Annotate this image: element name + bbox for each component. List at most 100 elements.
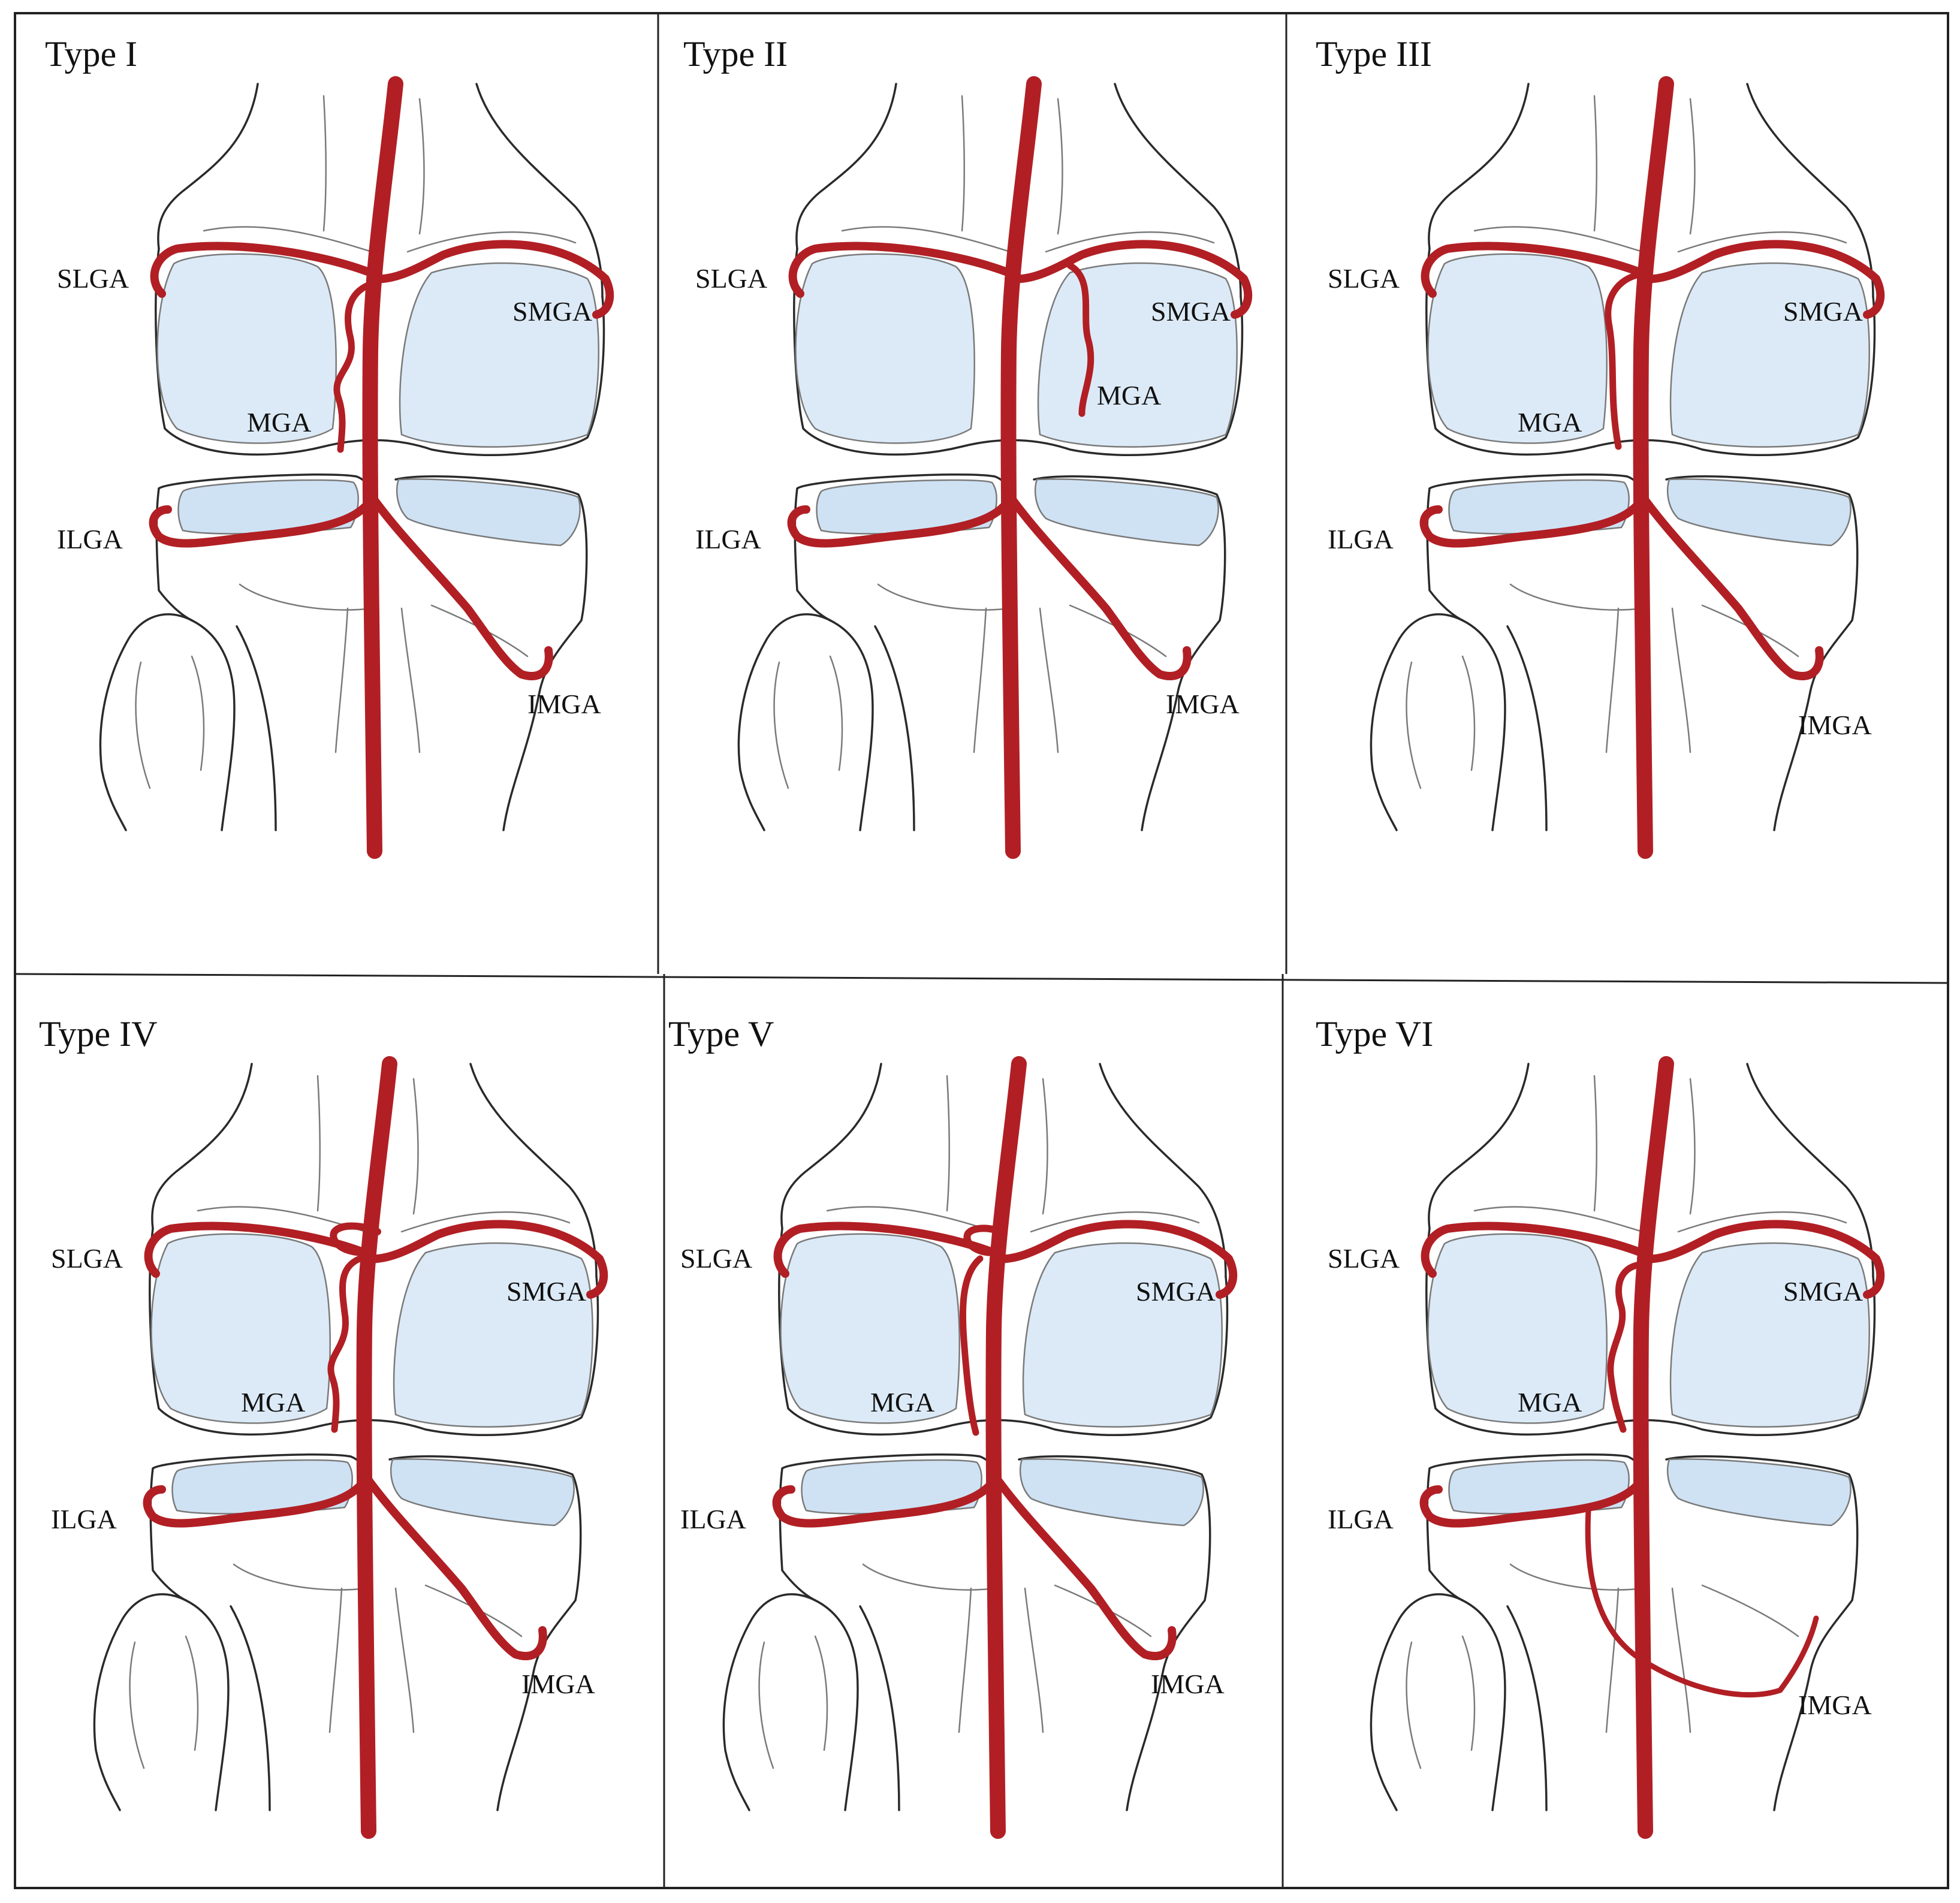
imga-vessel — [1585, 1507, 1819, 1698]
imga-label: IMGA — [527, 689, 601, 719]
slga-label: SLGA — [51, 1243, 123, 1274]
tibia-shaft-line — [1605, 607, 1691, 753]
tibia-shaft-line — [1605, 1587, 1691, 1733]
panel-title: Type V — [668, 1014, 774, 1054]
fibula-outline — [1370, 613, 1464, 831]
arteries — [149, 76, 614, 859]
lateral-condyle-cartilage — [1427, 253, 1608, 444]
smga-vessel — [366, 240, 614, 319]
mga-vessel — [327, 1255, 363, 1433]
ilga-vessel — [1419, 496, 1645, 548]
mga-label: MGA — [1518, 1387, 1582, 1418]
femur-medial-outline — [1114, 83, 1242, 298]
slga-label: SLGA — [57, 263, 129, 294]
femur-inner-line — [316, 1075, 321, 1212]
fibula-outline — [185, 1599, 230, 1811]
imga-label: IMGA — [1151, 1669, 1225, 1699]
medial-condyle-cartilage — [399, 262, 599, 448]
tibia-lateral-outline — [779, 1467, 816, 1602]
mga-vessel — [959, 1255, 984, 1436]
femur-medial-outline — [1099, 1063, 1227, 1278]
femur-lateral-outline — [1428, 83, 1530, 250]
femur-inner-line — [1689, 98, 1696, 235]
imga-label: IMGA — [1166, 689, 1240, 719]
tibia-lateral-outline — [155, 487, 193, 622]
slga-vessel — [1421, 242, 1645, 298]
popliteal-artery — [985, 1056, 1027, 1839]
femur-inner-line — [1689, 1078, 1696, 1215]
lateral-meniscus — [1448, 479, 1630, 535]
fibula-outline — [191, 619, 236, 831]
mga-vessel — [1607, 1261, 1644, 1433]
fibula-inner-line — [129, 1635, 199, 1769]
ilga-vessel — [1419, 1476, 1645, 1528]
fibula-outline — [829, 619, 874, 831]
tibia-lateral-outline — [1426, 487, 1464, 622]
ilga-label: ILGA — [1328, 1504, 1394, 1534]
femur-lateral-outline — [795, 83, 897, 250]
mga-label: MGA — [1518, 407, 1582, 438]
fibula-outline — [737, 613, 831, 831]
tibia-shaft-line — [958, 1587, 1044, 1733]
medial-meniscus — [390, 1458, 575, 1527]
arteries — [772, 1056, 1238, 1839]
smga-label: SMGA — [1783, 1276, 1863, 1307]
knee-bones — [99, 83, 605, 831]
ilga-label: ILGA — [57, 524, 123, 554]
smga-label: SMGA — [1151, 296, 1231, 327]
femur-inner-line — [412, 1078, 419, 1215]
smga-label: SMGA — [506, 1276, 586, 1307]
fibula-outline — [1461, 1599, 1506, 1811]
imga-label: IMGA — [521, 1669, 595, 1699]
tibia-lateral-outline — [1426, 1467, 1464, 1602]
arteries — [143, 1056, 608, 1839]
mga-label: MGA — [870, 1387, 934, 1418]
popliteal-artery — [356, 1056, 397, 1839]
knee-bones — [1370, 83, 1876, 831]
panel-title: Type IV — [39, 1014, 157, 1054]
lateral-meniscus — [171, 1459, 353, 1515]
mga-label: MGA — [1097, 380, 1161, 411]
lateral-condyle-cartilage — [780, 1233, 961, 1424]
femur-medial-outline — [469, 1063, 598, 1278]
femur-inner-line — [1593, 95, 1597, 232]
mga-label: MGA — [241, 1387, 305, 1418]
femur-lateral-outline — [780, 1063, 882, 1230]
femur-inner-line — [1593, 1075, 1597, 1212]
fibula-outline — [1370, 1593, 1464, 1811]
lateral-condyle-cartilage — [150, 1233, 331, 1424]
medial-meniscus — [1666, 478, 1852, 547]
medial-condyle-cartilage — [393, 1242, 593, 1428]
slga-label: SLGA — [680, 1243, 752, 1274]
fibula-inner-line — [1406, 655, 1476, 789]
medial-condyle-cartilage — [1022, 1242, 1223, 1428]
femur-lateral-outline — [157, 83, 259, 250]
lateral-meniscus — [801, 1459, 982, 1515]
slga-vessel — [150, 242, 375, 298]
ilga-vessel — [787, 496, 1013, 548]
figure-frame — [14, 12, 1949, 1889]
panel-title: Type III — [1316, 34, 1432, 74]
mga-vessel — [1605, 270, 1645, 450]
fibula-outline — [814, 1599, 859, 1811]
imga-vessel — [366, 490, 553, 681]
panel-title: Type I — [45, 34, 137, 74]
popliteal-artery — [1633, 1056, 1674, 1839]
tibia-shaft-line — [334, 607, 421, 753]
imga-vessel — [1005, 490, 1192, 681]
fibula-inner-line — [773, 655, 843, 789]
medial-meniscus — [396, 478, 581, 547]
ilga-vessel — [149, 496, 375, 548]
tibia-inner-line — [1509, 1563, 1799, 1637]
fibula-outline — [1461, 619, 1506, 831]
lateral-meniscus — [1448, 1459, 1630, 1515]
tibia-lateral-outline — [149, 1467, 187, 1602]
femur-lateral-outline — [151, 1063, 253, 1230]
mga-vessel — [333, 281, 373, 453]
tibia-lateral-shaft — [230, 1605, 271, 1811]
smga-label: SMGA — [512, 296, 592, 327]
imga-label: IMGA — [1798, 710, 1872, 740]
